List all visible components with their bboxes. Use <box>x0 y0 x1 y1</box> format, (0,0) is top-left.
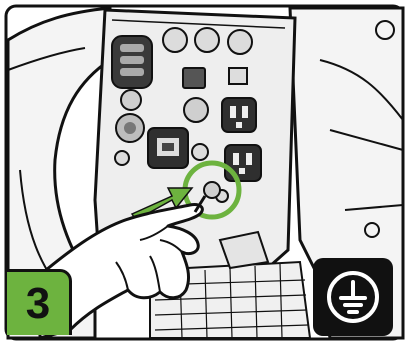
step-badge: 3 <box>7 269 72 335</box>
dc-outlet <box>148 128 188 168</box>
earth-ground-icon <box>313 258 393 336</box>
step-number: 3 <box>26 282 50 326</box>
ac-outlet-top <box>222 98 256 132</box>
eco-switch <box>183 68 205 88</box>
ground-terminal <box>204 182 220 198</box>
ground-symbol-badge <box>313 258 393 336</box>
ac-outlet-bottom <box>225 145 261 181</box>
fuel-knob <box>112 36 152 88</box>
